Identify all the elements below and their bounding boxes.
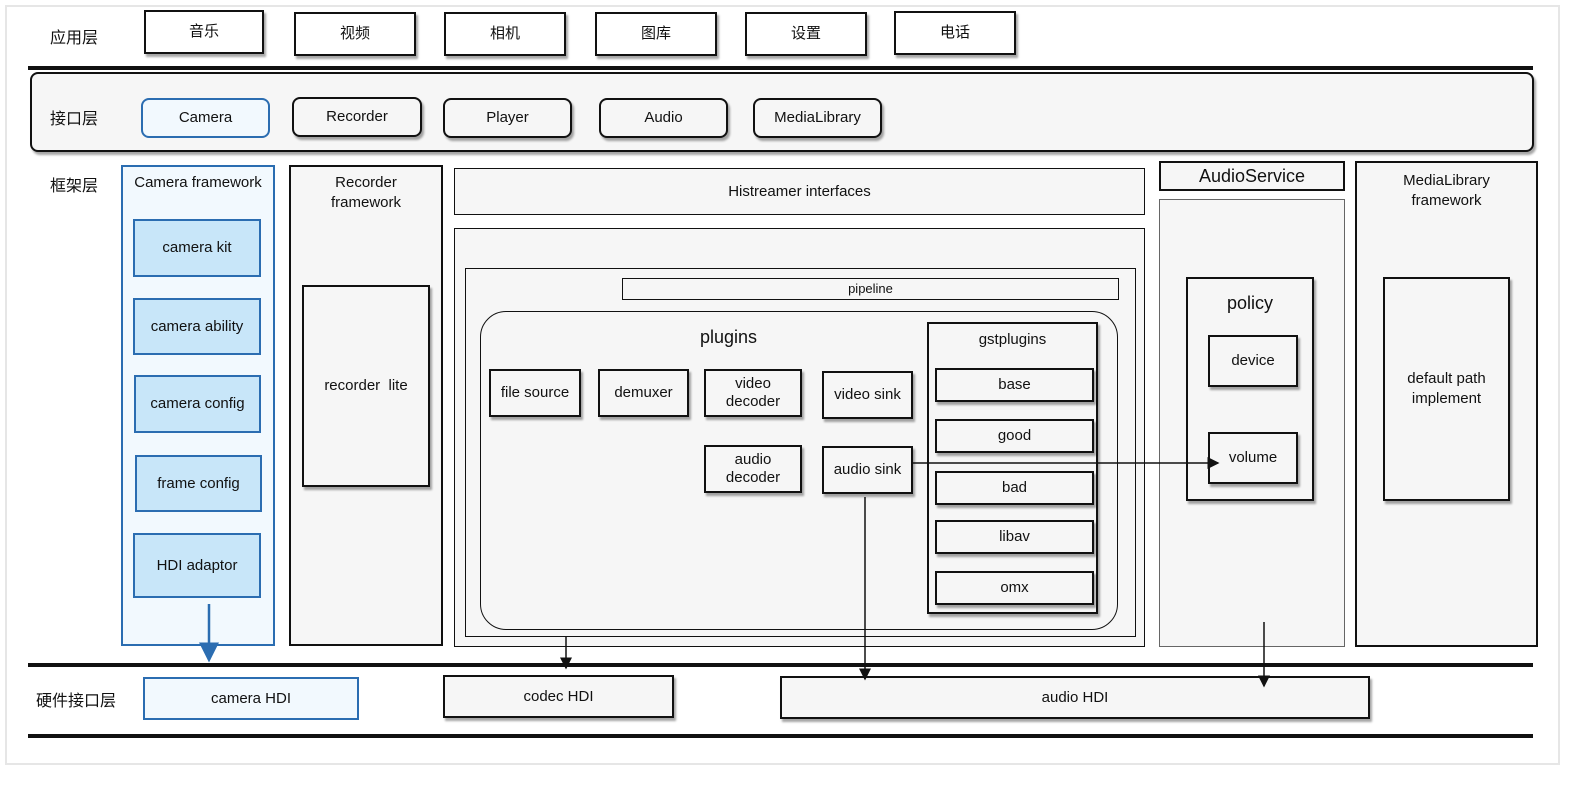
gstplugin-omx-box: omx [935, 571, 1094, 605]
histreamer-interfaces-box: Histreamer interfaces [454, 168, 1145, 215]
interface-box-medialibrary: MediaLibrary [753, 98, 882, 138]
camera-config-box: camera config [134, 375, 261, 433]
hdi-adaptor-box: HDI adaptor [133, 533, 261, 598]
interface-layer-panel [30, 72, 1534, 152]
layer-label-interface: 接口层 [50, 111, 99, 128]
app-box-gallery: 图库 [595, 12, 717, 56]
interface-box-audio: Audio [599, 98, 728, 138]
gstplugin-bad-box: bad [935, 471, 1094, 505]
app-box-phone: 电话 [894, 11, 1016, 55]
divider-line-middle [28, 663, 1533, 667]
interface-box-recorder: Recorder [292, 97, 422, 137]
interface-box-camera: Camera [141, 98, 270, 138]
device-box: device [1208, 335, 1298, 387]
audio-decoder-box: audio decoder [704, 445, 802, 493]
divider-line-top [28, 66, 1533, 70]
layer-label-hardware: 硬件接口层 [36, 693, 117, 710]
plugins-label: plugins [700, 327, 758, 347]
gstplugin-base-box: base [935, 368, 1094, 402]
audio-hdi-box: audio HDI [780, 676, 1370, 719]
audio-service-title-box: AudioService [1159, 161, 1345, 191]
app-box-camera: 相机 [444, 12, 566, 56]
diagram-frame [5, 5, 1560, 765]
audio-sink-box: audio sink [822, 446, 913, 494]
camera-hdi-box: camera HDI [143, 677, 359, 720]
video-decoder-box: video decoder [704, 369, 802, 417]
codec-hdi-box: codec HDI [443, 675, 674, 718]
gstplugin-good-box: good [935, 419, 1094, 453]
layer-label-app: 应用层 [50, 30, 99, 47]
interface-box-player: Player [443, 98, 572, 138]
volume-box: volume [1208, 432, 1298, 484]
gstplugin-libav-box: libav [935, 520, 1094, 554]
divider-line-bottom [28, 734, 1533, 738]
app-box-settings: 设置 [745, 12, 867, 56]
video-sink-box: video sink [822, 371, 913, 419]
camera-kit-box: camera kit [133, 219, 261, 277]
camera-ability-box: camera ability [133, 298, 261, 355]
recorder-lite-box: recorder lite [302, 285, 430, 487]
app-box-music: 音乐 [144, 10, 264, 54]
demuxer-box: demuxer [598, 369, 689, 417]
app-box-video: 视频 [294, 12, 416, 56]
frame-config-box: frame config [135, 455, 262, 512]
file-source-box: file source [489, 369, 581, 417]
default-path-implement-box: default path implement [1383, 277, 1510, 501]
pipeline-box: pipeline [622, 278, 1119, 300]
layer-label-framework: 框架层 [50, 178, 99, 195]
